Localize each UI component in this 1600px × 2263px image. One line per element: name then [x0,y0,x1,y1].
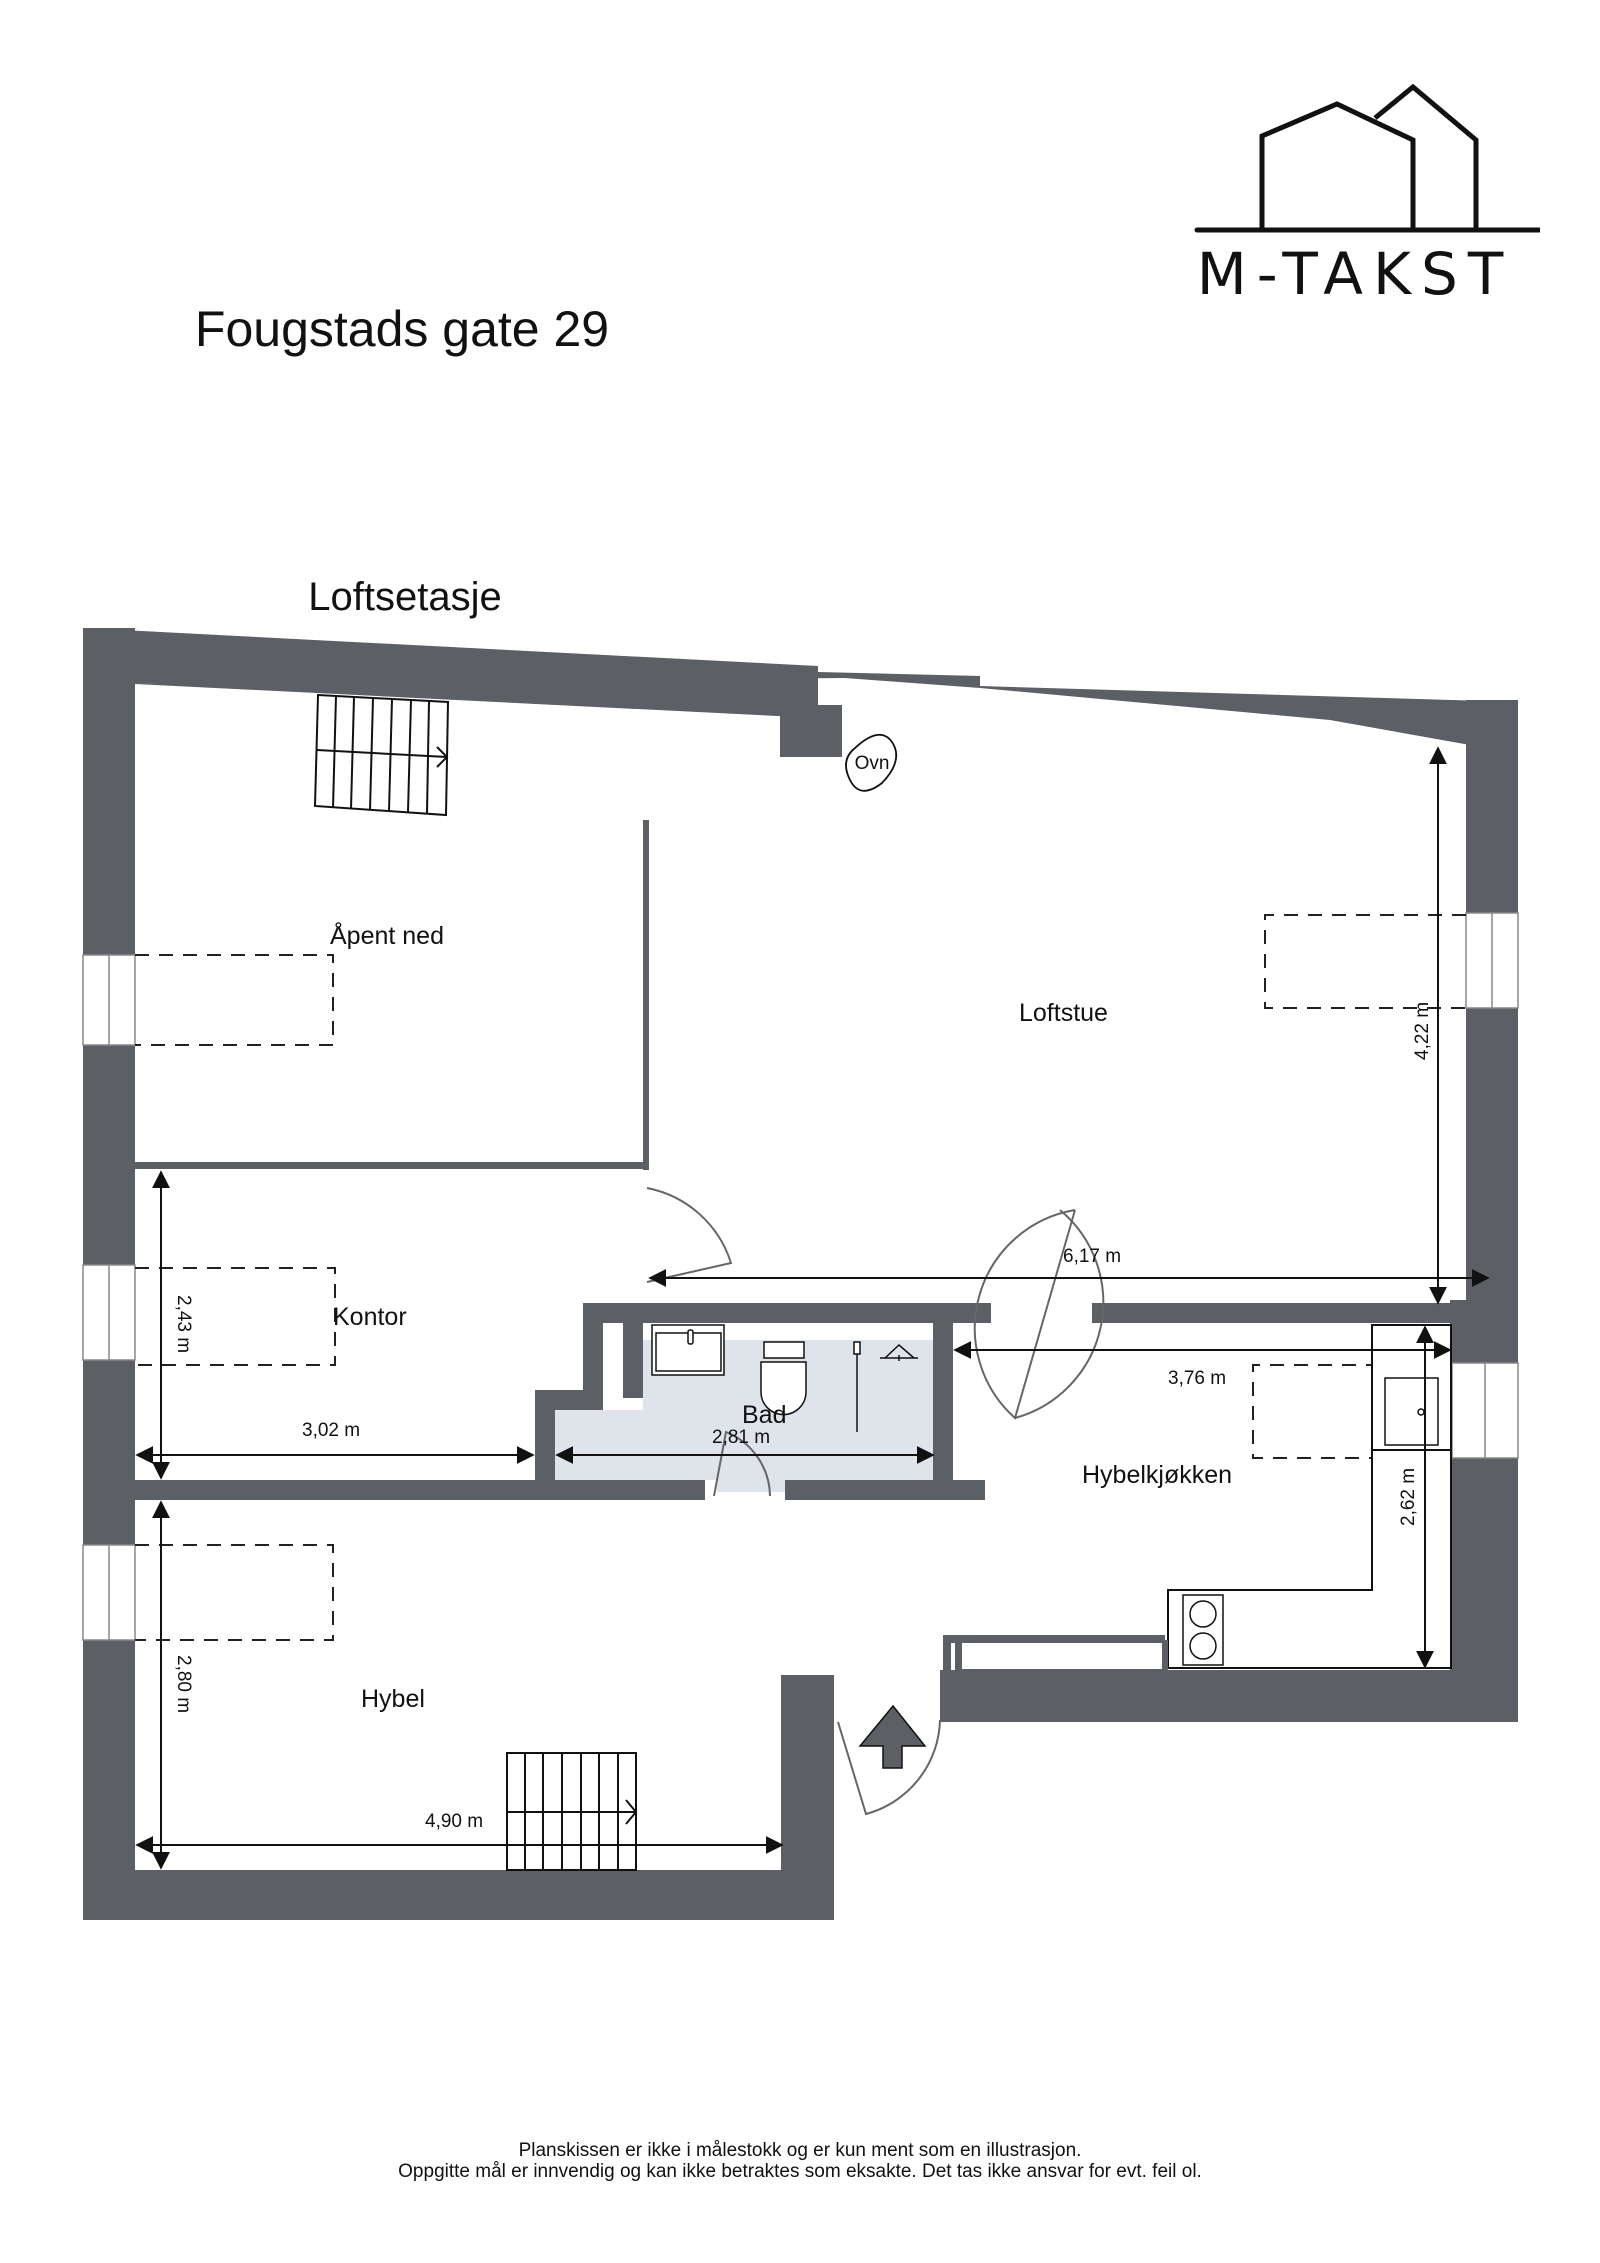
room-label-hybel: Hybel [361,1685,425,1713]
dim-hybelkjokken-width: 3,76 m [1168,1368,1226,1389]
dim-loftstue-height: 4,22 m [1412,1002,1433,1060]
walls [83,628,1518,1920]
shower-icon [853,1341,918,1432]
dim-bad-width: 2,81 m [712,1427,770,1448]
dim-loftstue-width: 6,17 m [1063,1246,1121,1267]
brand-name: M-TAKST [1196,240,1514,308]
dim-hybelkjokken-height: 2,62 m [1398,1468,1419,1526]
bathroom-floor [555,1410,933,1480]
floor-title: Loftsetasje [308,575,502,619]
sink-icon [651,1324,725,1376]
stairs-bottom-icon [506,1752,638,1871]
room-label-loftstue: Loftstue [1019,999,1108,1027]
entrance-arrow-icon [858,1704,927,1769]
disclaimer-line-2: Oppgitte mål er innvendig og kan ikke be… [398,2161,1202,2182]
house-outline-logo-icon [1194,83,1540,233]
document-title: Fougstads gate 29 [194,301,610,357]
dim-kontor-height: 2,43 m [173,1295,194,1353]
room-label-apent-ned: Åpent ned [330,920,444,950]
svg-text:Ovn: Ovn [855,753,890,774]
dim-kontor-width: 3,02 m [302,1420,360,1441]
room-label-bad: Bad [742,1401,786,1429]
dim-hybel-height: 2,80 m [173,1655,194,1713]
toilet-icon [760,1341,807,1416]
room-label-hybelkjokken: Hybelkjøkken [1082,1461,1232,1489]
slope-zones [135,914,1466,1641]
doors [646,1187,1105,1816]
disclaimer-line-1: Planskissen er ikke i målestokk og er ku… [518,2140,1082,2161]
oven-icon: Ovn [845,733,898,792]
disclaimer: Planskissen er ikke i målestokk og er ku… [0,2140,1600,2182]
room-label-kontor: Kontor [333,1303,407,1331]
windows [82,912,1519,1641]
cooktop-icon [1182,1594,1224,1666]
dim-hybel-width: 4,90 m [425,1811,483,1832]
stairs-top-icon [313,693,450,817]
